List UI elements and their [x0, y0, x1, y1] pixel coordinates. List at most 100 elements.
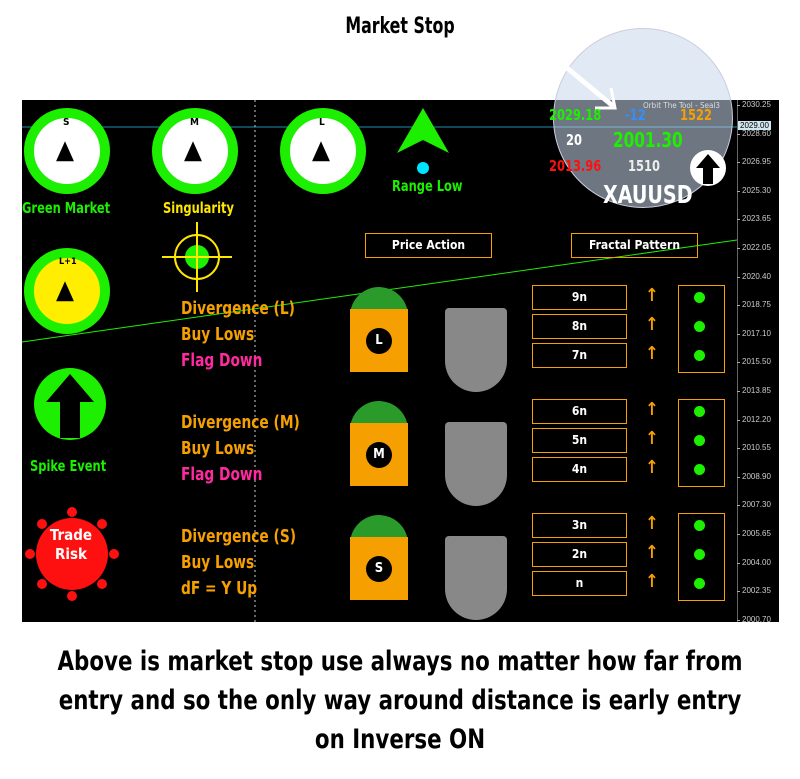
fractal-pattern-button[interactable]: Fractal Pattern [571, 233, 698, 258]
price-tick: 2015.50 [737, 357, 771, 367]
gray-shield [445, 536, 507, 620]
circle-m[interactable] [152, 108, 238, 194]
circle-letter: S [63, 117, 70, 128]
symbol: XAUUSD [603, 180, 693, 209]
range-low-arrow-icon [397, 108, 449, 174]
signal-text: Flag Down [181, 350, 263, 371]
circle-s[interactable] [24, 108, 110, 194]
up-arrow-icon: ↑ [645, 314, 659, 335]
spike-up-arrow-icon [34, 368, 106, 440]
price-tick: 2023.65 [737, 214, 771, 224]
up-arrow-icon: ↑ [645, 542, 659, 563]
fractal-box[interactable]: 7n [532, 343, 627, 368]
up-arrow-icon [690, 150, 726, 186]
status-panel [678, 285, 725, 373]
caption: Above is market stop use always no matte… [57, 646, 743, 755]
status-panel [678, 399, 725, 487]
price-tick: 2004.00 [737, 557, 771, 567]
status-dot [694, 464, 705, 475]
trade-risk-line: Trade [49, 526, 93, 544]
signal-text: Flag Down [181, 464, 263, 485]
price-tick: 2026.95 [737, 157, 771, 167]
price-tick: 2012.20 [737, 414, 771, 424]
price-tick: 2007.30 [737, 500, 771, 510]
fractal-box[interactable]: 9n [532, 285, 627, 310]
gray-shield [445, 422, 507, 506]
signal-text: dF = Y Up [181, 578, 258, 599]
up-arrow-icon: ↑ [645, 285, 659, 306]
level-badge: S [366, 556, 392, 582]
price-tick: 2010.55 [737, 443, 771, 453]
current-price-label: 2029.00 [738, 121, 771, 130]
fractal-box[interactable]: 8n [532, 314, 627, 339]
north-arrow-icon: ▲ [56, 135, 74, 165]
price-tick: 2013.85 [737, 386, 771, 395]
high-value: 2029.18 [549, 106, 602, 124]
circle-letter: L+1 [59, 257, 77, 267]
current-price: 2001.30 [613, 128, 683, 152]
fractal-box[interactable]: 5n [532, 428, 627, 453]
status-dot [694, 435, 705, 446]
signal-text: Buy Lows [181, 324, 255, 345]
page-title: Market Stop [345, 14, 455, 39]
price-tick: 2020.40 [737, 271, 771, 281]
price-tick: 2008.90 [737, 471, 771, 481]
status-dot [694, 350, 705, 361]
status-dot [694, 549, 705, 560]
label-singularity: Singularity [163, 199, 234, 217]
gray-shield [445, 308, 507, 392]
status-panel [678, 513, 725, 601]
low-value: 2013.96 [549, 157, 602, 175]
signal-text: Divergence (S) [181, 526, 297, 547]
crosshair-target-icon [162, 222, 232, 292]
fractal-box[interactable]: 6n [532, 399, 627, 424]
north-arrow-icon: ▲ [312, 135, 330, 165]
price-tick: 2000.70 [737, 614, 771, 624]
label-green-market: Green Market [22, 199, 111, 217]
up-arrow-icon: ↑ [645, 343, 659, 364]
price-tick: 2017.10 [737, 328, 771, 338]
price-scale[interactable]: 2030.25 2028.60 2026.95 2025.30 2023.65 2022.… [737, 100, 779, 624]
circle-letter: L [319, 117, 325, 128]
level-badge: L [366, 328, 392, 354]
level-badge: M [366, 442, 392, 468]
watermark: Orbit The Tool - Seal3 [643, 101, 720, 110]
signal-text: Buy Lows [181, 438, 255, 459]
spread-value: 20 [566, 131, 582, 149]
price-action-button[interactable]: Price Action [365, 233, 492, 258]
fractal-box[interactable]: 4n [532, 457, 627, 482]
fractal-box[interactable]: 3n [532, 513, 627, 538]
price-tick: 2018.75 [737, 300, 771, 310]
up-arrow-icon: ↑ [645, 513, 659, 534]
up-arrow-icon: ↑ [645, 399, 659, 420]
price-tick: 2025.30 [737, 185, 771, 195]
up-arrow-icon: ↑ [645, 571, 659, 592]
fractal-box[interactable]: n [532, 571, 627, 596]
signal-text: Buy Lows [181, 552, 255, 573]
fractal-box[interactable]: 2n [532, 542, 627, 567]
price-tick: 2002.35 [737, 586, 771, 596]
up-arrow-icon: ↑ [645, 457, 659, 478]
price-tick: 2005.65 [737, 529, 771, 538]
volume-low: 1510 [628, 157, 660, 175]
up-arrow-icon: ↑ [645, 428, 659, 449]
circle-l[interactable] [280, 108, 366, 194]
circle-letter: M [190, 117, 199, 128]
signal-text: Divergence (L) [181, 298, 295, 319]
trade-risk-line: Risk [54, 545, 88, 563]
label-spike-event: Spike Event [30, 457, 107, 475]
circle-l-plus-1[interactable] [24, 248, 110, 334]
pointer-arrow-icon [565, 66, 617, 110]
volume-high: 1522 [680, 106, 712, 124]
status-dot [694, 578, 705, 589]
price-tick: 2030.25 [737, 100, 771, 109]
price-tick: 2028.60 [737, 128, 771, 138]
label-range-low: Range Low [392, 177, 463, 195]
north-arrow-icon: ▲ [56, 275, 74, 305]
trade-risk-gear-icon [25, 507, 119, 601]
diff-value: -12 [625, 106, 646, 124]
price-tick: 2022.05 [737, 243, 771, 252]
status-dot [694, 292, 705, 303]
signal-text: Divergence (M) [181, 412, 300, 433]
